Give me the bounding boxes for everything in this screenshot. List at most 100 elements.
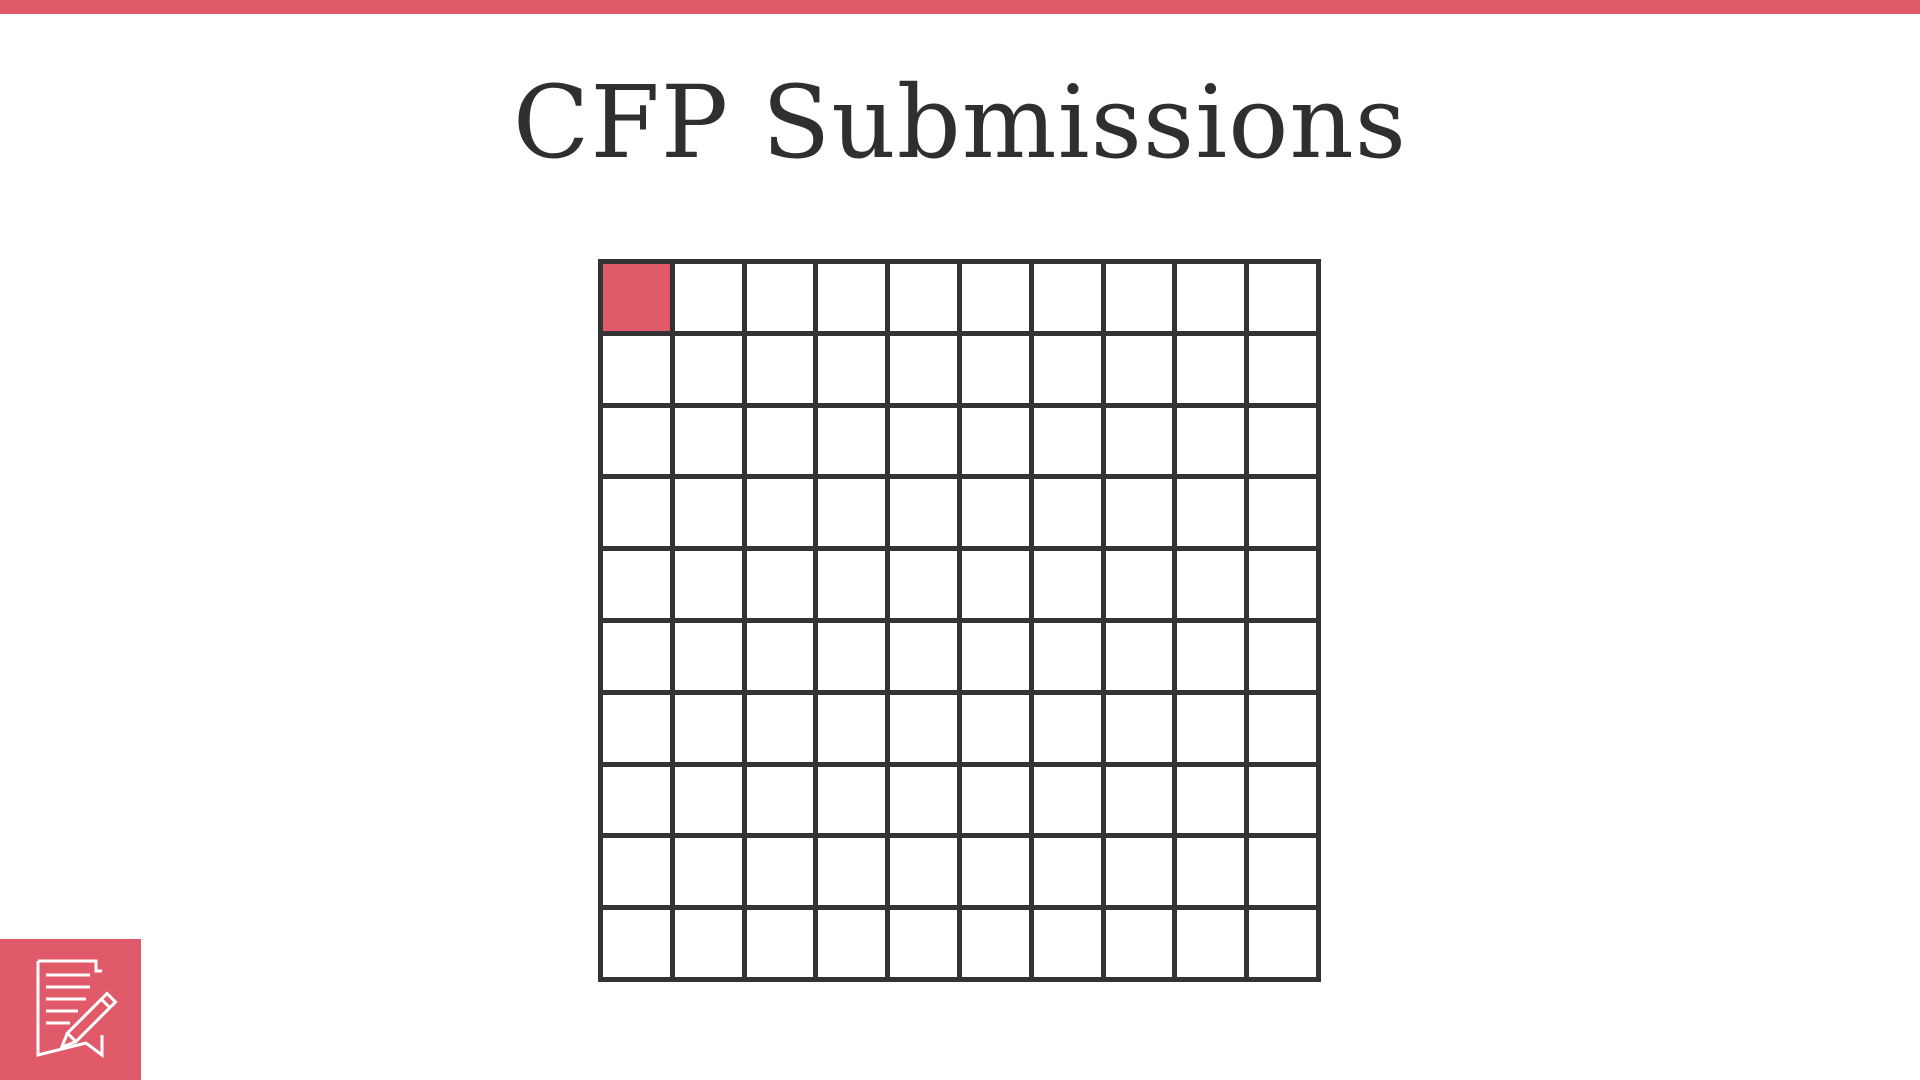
waffle-cell [1177, 264, 1245, 331]
waffle-cell [674, 264, 742, 331]
waffle-cell [1105, 623, 1173, 690]
waffle-cell [962, 335, 1029, 403]
waffle-cell [1033, 623, 1101, 690]
waffle-cell [1105, 264, 1173, 331]
waffle-cell [890, 623, 957, 690]
waffle-cell [1105, 551, 1173, 618]
waffle-cell [674, 335, 742, 403]
waffle-cell [1105, 479, 1173, 547]
waffle-cell [1105, 910, 1173, 977]
waffle-cell [1177, 694, 1245, 762]
waffle-cell [890, 766, 957, 834]
waffle-cell [1033, 479, 1101, 547]
waffle-cell [890, 407, 957, 475]
waffle-cell [746, 766, 814, 834]
waffle-cell [818, 694, 886, 762]
page-title: CFP Submissions [512, 64, 1408, 181]
waffle-cell [746, 407, 814, 475]
waffle-cell [962, 407, 1029, 475]
waffle-cell [746, 694, 814, 762]
waffle-cell [962, 479, 1029, 547]
waffle-cell [603, 479, 670, 547]
logo-badge [0, 939, 141, 1080]
waffle-cell [1249, 335, 1316, 403]
waffle-cell [890, 838, 957, 906]
waffle-cell [674, 838, 742, 906]
waffle-cell [1105, 335, 1173, 403]
waffle-cell [890, 551, 957, 618]
waffle-cell [746, 623, 814, 690]
waffle-cell [1033, 264, 1101, 331]
waffle-cell [1105, 766, 1173, 834]
waffle-cell [1033, 335, 1101, 403]
waffle-cell [818, 766, 886, 834]
waffle-cell [1177, 407, 1245, 475]
waffle-cell [1249, 766, 1316, 834]
waffle-grid [598, 259, 1321, 982]
waffle-cell [890, 264, 957, 331]
waffle-cell [674, 694, 742, 762]
waffle-cell [746, 264, 814, 331]
document-pencil-icon [0, 939, 141, 1080]
waffle-cell [962, 551, 1029, 618]
waffle-cell [818, 407, 886, 475]
waffle-cell [1105, 694, 1173, 762]
waffle-cell-highlighted [603, 264, 670, 331]
waffle-cell [746, 335, 814, 403]
waffle-cell [603, 766, 670, 834]
waffle-cell [890, 479, 957, 547]
waffle-cell [1177, 623, 1245, 690]
waffle-cell [962, 838, 1029, 906]
waffle-cell [890, 694, 957, 762]
waffle-cell [1033, 910, 1101, 977]
waffle-cell [1033, 694, 1101, 762]
waffle-cell [1105, 838, 1173, 906]
waffle-cell [603, 838, 670, 906]
waffle-cell [1033, 551, 1101, 618]
waffle-cell [1249, 551, 1316, 618]
waffle-cell [746, 551, 814, 618]
waffle-cell [1249, 694, 1316, 762]
waffle-cell [603, 335, 670, 403]
waffle-cell [1033, 838, 1101, 906]
waffle-cell [1177, 551, 1245, 618]
waffle-cell [674, 551, 742, 618]
waffle-cell [818, 479, 886, 547]
waffle-cell [962, 910, 1029, 977]
waffle-cell [962, 694, 1029, 762]
waffle-cell [603, 910, 670, 977]
waffle-cell [1033, 766, 1101, 834]
waffle-cell [962, 264, 1029, 331]
waffle-cell [818, 335, 886, 403]
waffle-cell [1177, 766, 1245, 834]
waffle-cell [890, 335, 957, 403]
waffle-cell [746, 838, 814, 906]
waffle-cell [674, 407, 742, 475]
waffle-cell [1177, 910, 1245, 977]
waffle-cell [818, 551, 886, 618]
waffle-cell [1249, 407, 1316, 475]
waffle-cell [746, 910, 814, 977]
waffle-cell [818, 838, 886, 906]
waffle-cell [890, 910, 957, 977]
waffle-cell [818, 264, 886, 331]
waffle-cell [818, 910, 886, 977]
waffle-cell [1177, 479, 1245, 547]
top-accent-bar [0, 0, 1920, 14]
waffle-cell [674, 910, 742, 977]
waffle-cell [962, 623, 1029, 690]
waffle-cell [1249, 479, 1316, 547]
waffle-cell [962, 766, 1029, 834]
waffle-cell [603, 407, 670, 475]
waffle-cell [1249, 623, 1316, 690]
waffle-cell [1249, 910, 1316, 977]
waffle-cell [1249, 838, 1316, 906]
waffle-cell [1105, 407, 1173, 475]
waffle-cell [674, 479, 742, 547]
waffle-cell [746, 479, 814, 547]
waffle-cell [1177, 335, 1245, 403]
waffle-cell [1033, 407, 1101, 475]
waffle-cell [674, 623, 742, 690]
waffle-cell [1177, 838, 1245, 906]
waffle-cell [603, 551, 670, 618]
